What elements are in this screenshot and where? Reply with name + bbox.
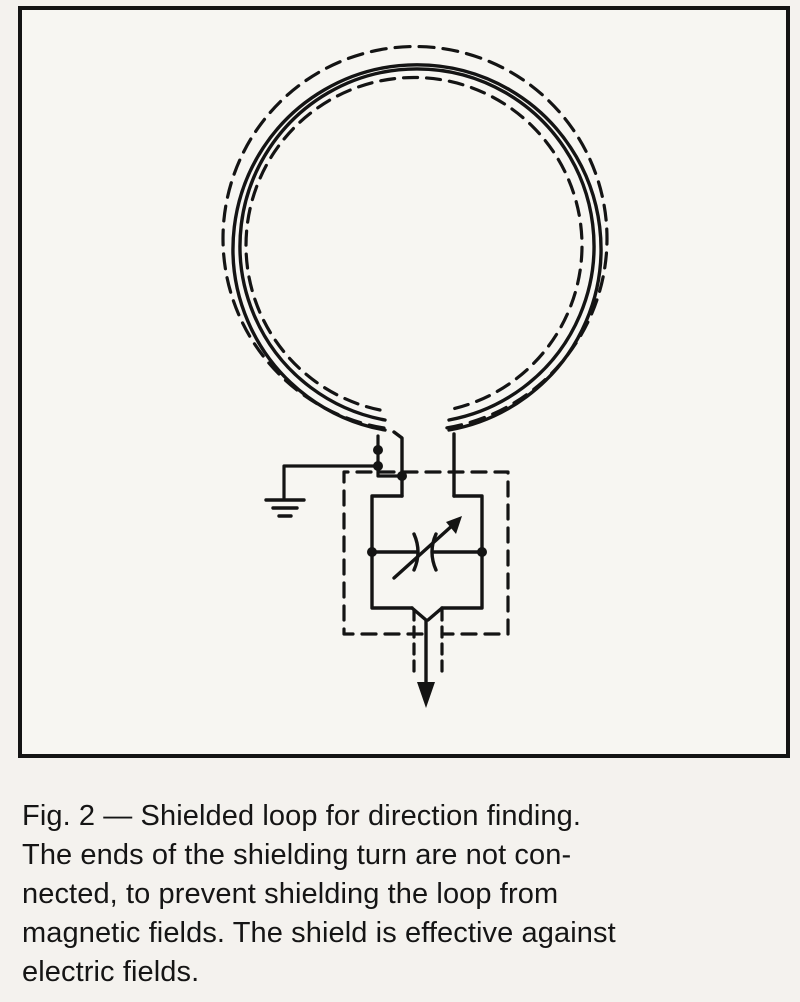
caption-line: The ends of the shielding turn are not c… bbox=[22, 839, 572, 871]
capacitor-plate-right bbox=[430, 532, 438, 572]
ground-symbol bbox=[264, 498, 306, 518]
junction-dot bbox=[367, 547, 377, 557]
caption-line: magnetic fields. The shield is effective… bbox=[22, 917, 616, 949]
shield-ground-lead bbox=[282, 434, 380, 500]
loop-conductor-outer bbox=[231, 63, 603, 432]
inner-shield-arc bbox=[244, 75, 584, 412]
output-conductor-join bbox=[426, 606, 444, 622]
output-conductor bbox=[410, 606, 428, 688]
caption-line: electric fields. bbox=[22, 956, 200, 988]
junction-dot bbox=[397, 471, 407, 481]
caption-line: nected, to prevent shielding the loop fr… bbox=[22, 878, 559, 910]
capacitor-arrow-head bbox=[446, 516, 462, 534]
loop-conductor-inner bbox=[238, 67, 596, 422]
junction-dot bbox=[373, 461, 383, 471]
figure-caption: Fig. 2 — Shielded loop for direction fin… bbox=[22, 797, 792, 992]
loop-lead-left bbox=[392, 430, 404, 498]
junction-dot bbox=[373, 445, 383, 455]
capacitor-plate-left bbox=[412, 532, 420, 572]
shielded-loop-diagram bbox=[221, 44, 609, 708]
caption-line: Fig. 2 — Shielded loop for direction fin… bbox=[22, 800, 582, 832]
output-arrow-head bbox=[417, 682, 435, 708]
shield-enclosure-box bbox=[342, 470, 510, 636]
junction-dot bbox=[477, 547, 487, 557]
figure-frame bbox=[18, 6, 790, 758]
outer-shield-arc bbox=[221, 44, 609, 430]
variable-capacitor-arrow bbox=[392, 522, 456, 580]
